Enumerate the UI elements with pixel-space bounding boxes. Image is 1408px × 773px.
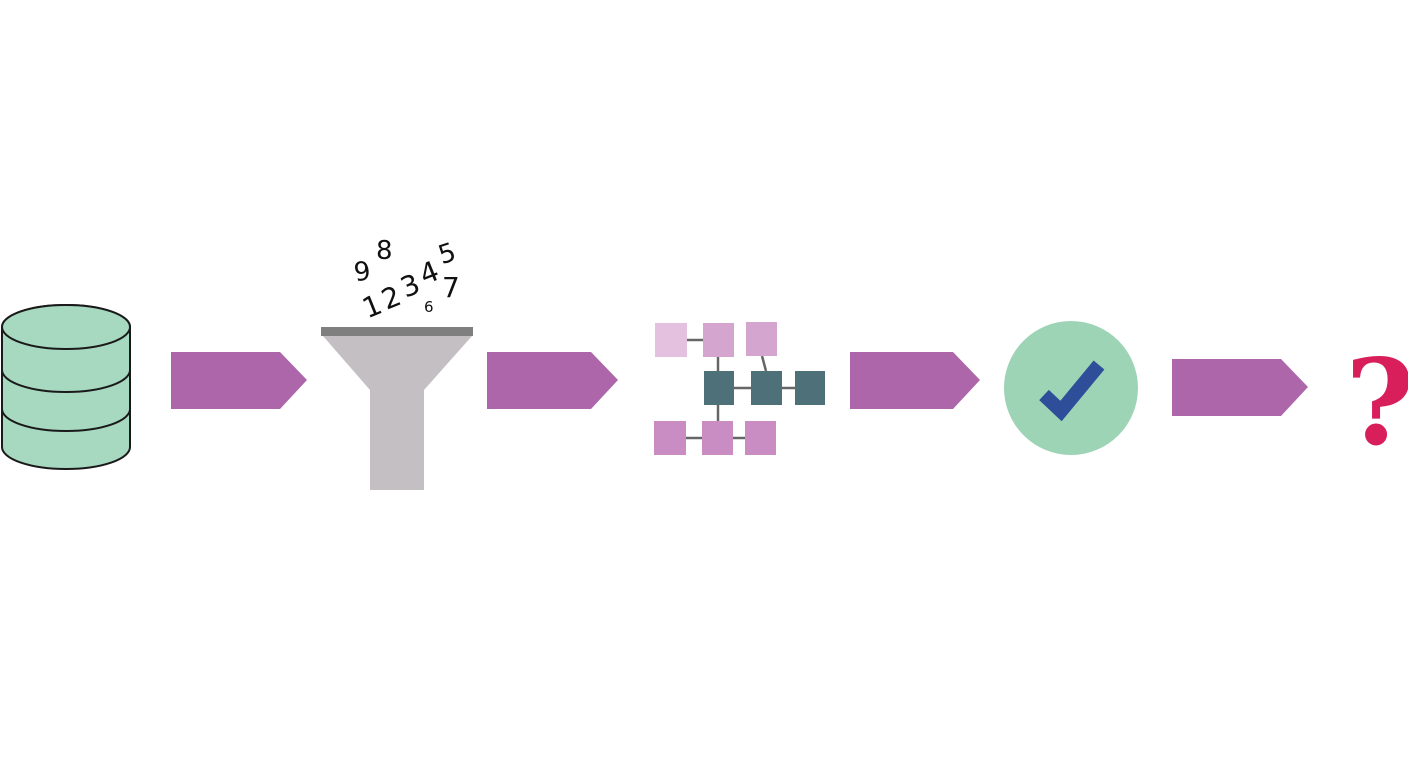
digit-5: 5 <box>435 237 460 271</box>
check-circle-icon <box>1004 321 1138 455</box>
network-node <box>751 371 782 405</box>
digit-7: 7 <box>442 271 460 304</box>
database-icon <box>1 304 131 470</box>
arrow-1 <box>171 352 307 409</box>
network-connectors <box>686 338 795 440</box>
network-node <box>654 421 686 455</box>
network-node <box>746 322 777 356</box>
network-node <box>702 421 733 455</box>
network-node <box>655 323 687 357</box>
network-node <box>795 371 825 405</box>
digit-6: 6 <box>424 298 434 316</box>
digit-9: 9 <box>352 256 373 288</box>
arrow-3 <box>850 352 980 409</box>
check-mark-icon <box>1039 360 1105 422</box>
network-icon <box>654 322 825 455</box>
digit-8: 8 <box>376 236 393 266</box>
funnel-icon <box>321 327 473 490</box>
network-node <box>704 371 734 405</box>
network-node <box>745 421 776 455</box>
question-mark-icon: ? <box>1345 333 1408 472</box>
funnel-digits: 9 8 1 2 3 4 5 6 7 <box>352 236 460 325</box>
network-node <box>703 323 734 357</box>
arrow-2 <box>487 352 618 409</box>
arrow-4 <box>1172 359 1308 416</box>
